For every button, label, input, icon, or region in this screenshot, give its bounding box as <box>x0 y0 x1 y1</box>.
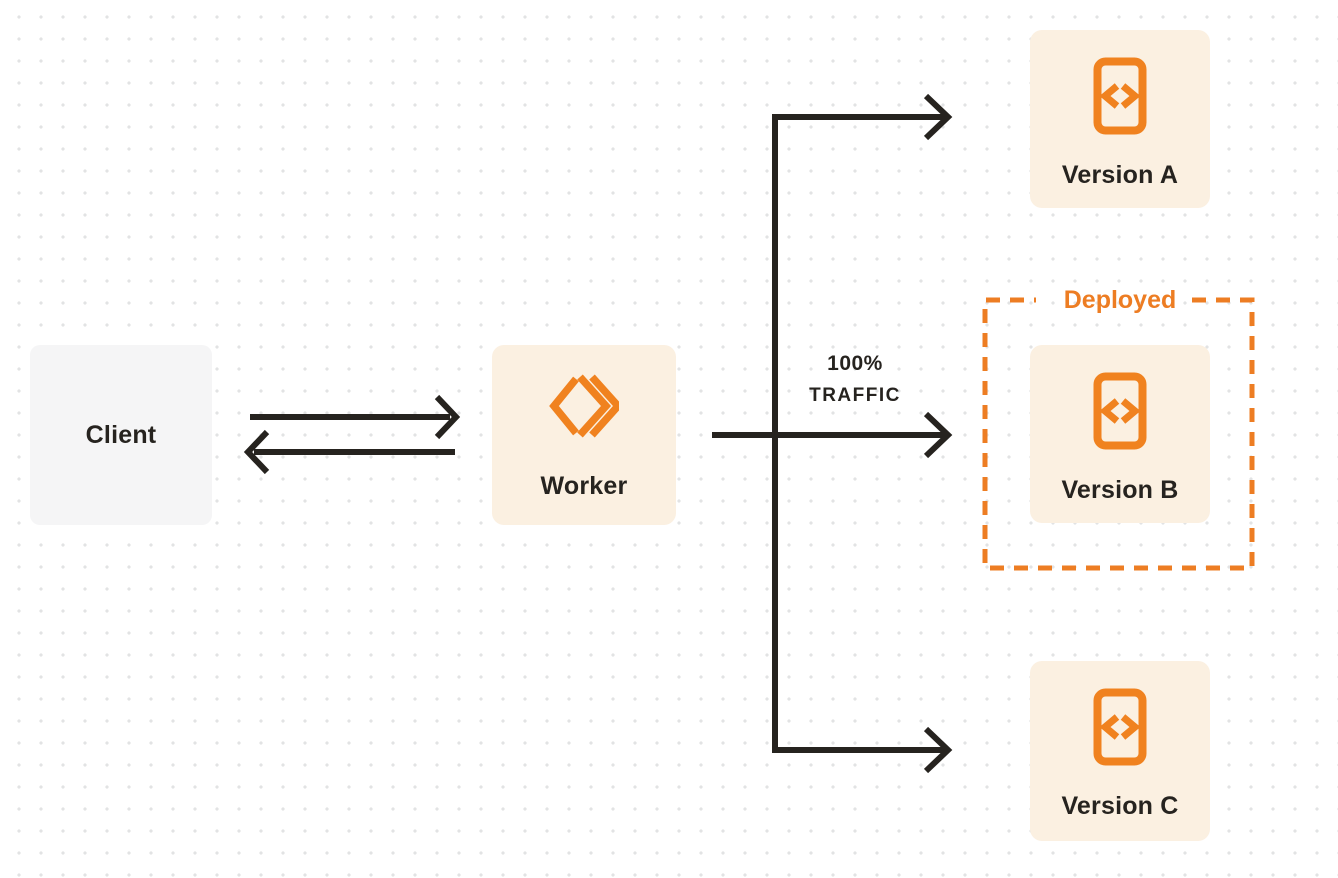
branch-trunk-line <box>772 114 944 753</box>
traffic-percent-text: 100% <box>827 352 883 375</box>
worker-to-client-arrow <box>243 429 455 475</box>
version-a-node: Version A <box>1030 30 1210 208</box>
code-file-icon <box>1093 688 1147 766</box>
version-a-arrowhead <box>923 93 953 141</box>
code-file-icon <box>1093 57 1147 135</box>
client-label: Client <box>85 420 157 449</box>
version-b-node: Version B <box>1030 345 1210 523</box>
version-b-arrowhead <box>923 411 953 459</box>
version-c-label: Version C <box>1061 792 1179 820</box>
code-file-icon <box>1093 372 1147 450</box>
version-c-node: Version C <box>1030 661 1210 841</box>
worker-label: Worker <box>540 472 628 500</box>
client-node: Client <box>30 345 212 525</box>
version-a-label: Version A <box>1061 161 1179 189</box>
deployed-label: Deployed <box>1063 286 1177 314</box>
client-to-worker-arrow <box>250 394 461 440</box>
worker-node: Worker <box>492 345 676 525</box>
traffic-word-text: TRAFFIC <box>809 385 901 406</box>
traffic-label: 100% TRAFFIC <box>780 351 930 409</box>
version-c-arrowhead <box>923 726 953 774</box>
workers-logo-icon <box>549 374 619 438</box>
version-b-label: Version B <box>1061 476 1179 504</box>
